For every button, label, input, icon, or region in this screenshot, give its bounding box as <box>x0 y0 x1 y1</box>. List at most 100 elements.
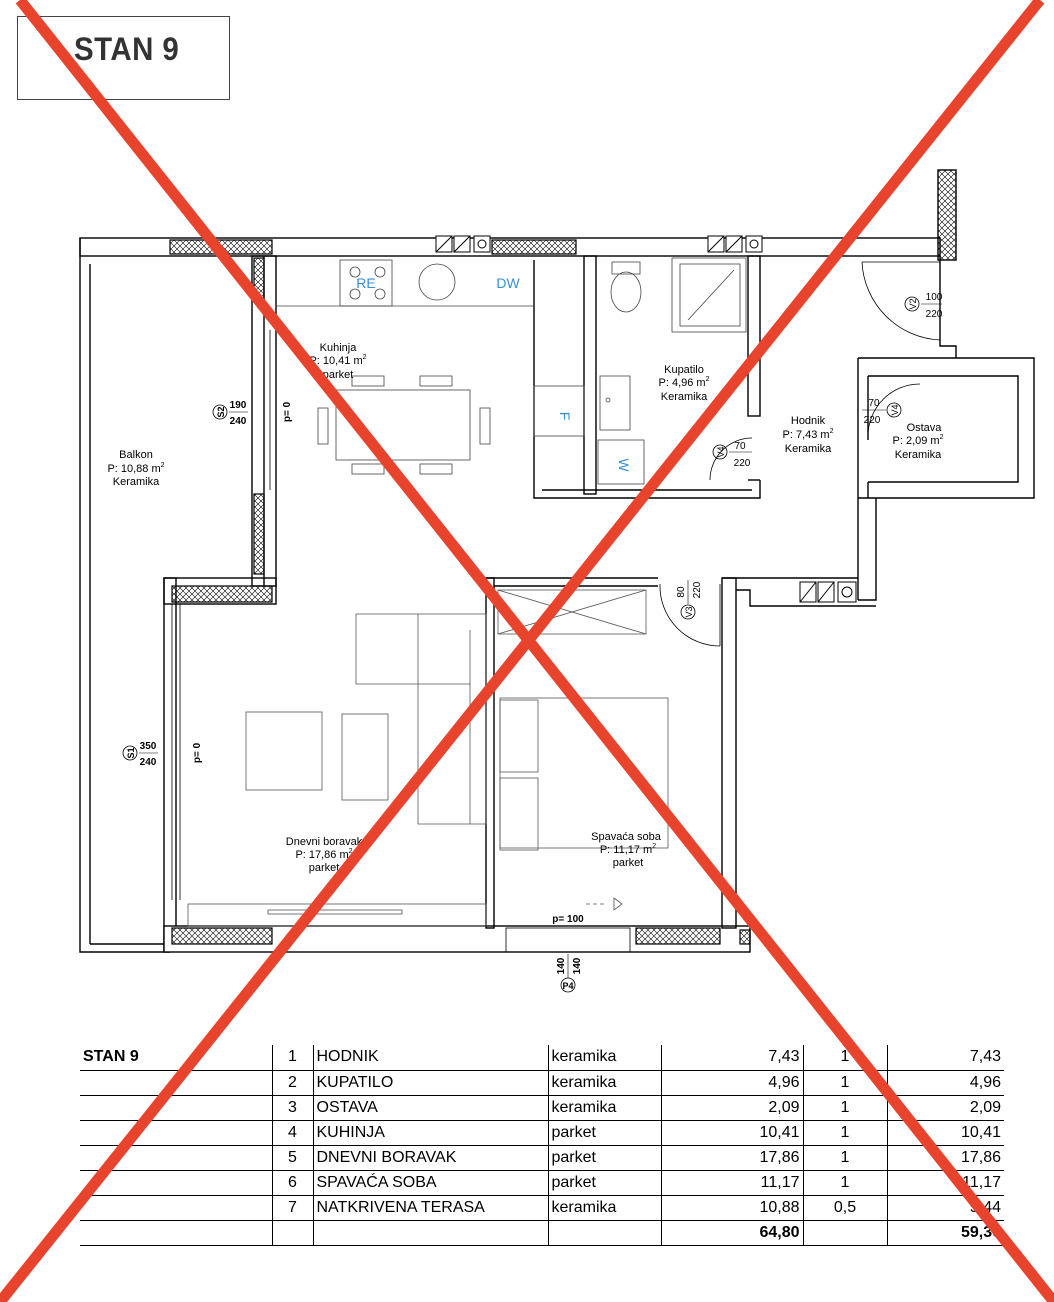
living-furniture <box>187 613 487 927</box>
coefficient-cell: 1 <box>802 1145 887 1171</box>
room-area-balkon: P: 10,88 m2 <box>107 462 164 475</box>
fridge-label: F <box>557 412 573 421</box>
apartment-cell <box>80 1120 272 1146</box>
room-area-ostava: P: 2,09 m2 <box>893 434 944 447</box>
coefficient-cell: 1 <box>802 1120 887 1146</box>
svg-text:220: 220 <box>926 309 943 320</box>
coefficient-cell: 1 <box>802 1070 887 1096</box>
floor-plan: RE DW F W Kuhinja P: 10,41 m2 parket Kup… <box>79 169 1035 993</box>
svg-text:V3: V3 <box>684 606 694 617</box>
finish-cell: parket <box>547 1145 661 1171</box>
total-blank-cell <box>271 1220 313 1246</box>
total-reduced-area-cell: 59,36 <box>886 1220 1004 1246</box>
apartment-cell <box>80 1145 272 1171</box>
reduced-area-cell: 11,17 <box>886 1170 1004 1196</box>
room-number-cell: 4 <box>271 1120 313 1146</box>
room-finish-kupatilo: Keramika <box>661 391 708 403</box>
room-name-cell: DNEVNI BORAVAK <box>312 1145 548 1171</box>
room-number-cell: 3 <box>271 1095 313 1121</box>
room-area-hodnik: P: 7,43 m2 <box>783 428 834 441</box>
svg-text:220: 220 <box>734 458 751 469</box>
area-cell: 11,17 <box>660 1170 803 1196</box>
dishwasher-label: DW <box>496 275 520 291</box>
svg-text:S2: S2 <box>216 406 226 417</box>
svg-text:220: 220 <box>692 581 703 598</box>
reduced-area-cell: 10,41 <box>886 1120 1004 1146</box>
table-total-row: 64,80 59,36 <box>80 1220 1004 1246</box>
room-area-kuhinja: P: 10,41 m2 <box>309 354 366 367</box>
room-name-cell: SPAVAĆA SOBA <box>312 1170 548 1196</box>
range-label: RE <box>356 275 375 291</box>
finish-cell: keramika <box>547 1045 661 1071</box>
opening-tag-v2: V2 100 220 <box>904 292 943 320</box>
reduced-area-cell: 2,09 <box>886 1095 1004 1121</box>
room-name-cell: OSTAVA <box>312 1095 548 1121</box>
room-number-cell: 7 <box>271 1195 313 1221</box>
room-name-ostava: Ostava <box>907 422 943 434</box>
coefficient-cell: 1 <box>802 1045 887 1071</box>
room-name-hodnik: Hodnik <box>791 415 826 427</box>
finish-cell: keramika <box>547 1070 661 1096</box>
room-finish-hodnik: Keramika <box>785 443 832 455</box>
total-blank-cell <box>802 1220 887 1246</box>
room-name-cell: NATKRIVENA TERASA <box>312 1195 548 1221</box>
room-finish-balkon: Keramika <box>113 476 160 488</box>
finish-cell: keramika <box>547 1195 661 1221</box>
svg-text:V2: V2 <box>908 298 918 309</box>
apartment-cell: STAN 9 <box>80 1045 272 1071</box>
svg-text:70: 70 <box>868 398 880 409</box>
svg-text:P4: P4 <box>562 981 573 991</box>
svg-text:240: 240 <box>140 757 157 768</box>
svg-text:80: 80 <box>676 586 687 598</box>
opening-tag-v4-bath: V4 70 220 <box>712 441 752 469</box>
hatched-walls <box>169 239 751 945</box>
svg-text:240: 240 <box>230 416 247 427</box>
sill-label-living: p= 0 <box>192 742 203 763</box>
total-area-cell: 64,80 <box>660 1220 803 1246</box>
area-cell: 4,96 <box>660 1070 803 1096</box>
room-finish-kuhinja: parket <box>323 369 354 381</box>
svg-text:220: 220 <box>864 415 881 426</box>
reduced-area-cell: 17,86 <box>886 1145 1004 1171</box>
room-area-kupatilo: P: 4,96 m2 <box>659 376 710 389</box>
room-area-spavaca: P: 11,17 m2 <box>600 843 656 856</box>
svg-text:140: 140 <box>572 957 583 974</box>
opening-tag-s2: S2 190 240 <box>212 400 248 427</box>
finish-cell: parket <box>547 1120 661 1146</box>
area-cell: 10,41 <box>660 1120 803 1146</box>
room-name-balkon: Balkon <box>119 449 153 461</box>
room-name-cell: HODNIK <box>312 1045 548 1071</box>
washer-label: W <box>616 458 632 472</box>
area-cell: 7,43 <box>660 1045 803 1071</box>
room-name-kuhinja: Kuhinja <box>320 342 358 354</box>
finish-cell: keramika <box>547 1095 661 1121</box>
room-number-cell: 2 <box>271 1070 313 1096</box>
coefficient-cell: 1 <box>802 1095 887 1121</box>
apartment-cell <box>80 1195 272 1221</box>
apartment-cell <box>80 1070 272 1096</box>
sill-label-bedroom: p= 100 <box>552 914 584 925</box>
reduced-area-cell: 5,44 <box>886 1195 1004 1221</box>
svg-text:70: 70 <box>734 441 746 452</box>
room-number-cell: 5 <box>271 1145 313 1171</box>
kitchen-furniture <box>276 259 585 475</box>
total-blank-cell <box>312 1220 548 1246</box>
area-cell: 17,86 <box>660 1145 803 1171</box>
room-finish-dnevni: parket <box>309 862 340 874</box>
sill-label-kitchen: p= 0 <box>282 401 293 422</box>
reduced-area-cell: 7,43 <box>886 1045 1004 1071</box>
room-finish-spavaca: parket <box>613 857 644 869</box>
apartment-cell <box>80 1170 272 1196</box>
finish-cell: parket <box>547 1170 661 1196</box>
svg-text:V4: V4 <box>890 404 900 415</box>
svg-text:S1: S1 <box>126 747 136 758</box>
coefficient-cell: 1 <box>802 1170 887 1196</box>
room-name-kupatilo: Kupatilo <box>664 364 704 376</box>
